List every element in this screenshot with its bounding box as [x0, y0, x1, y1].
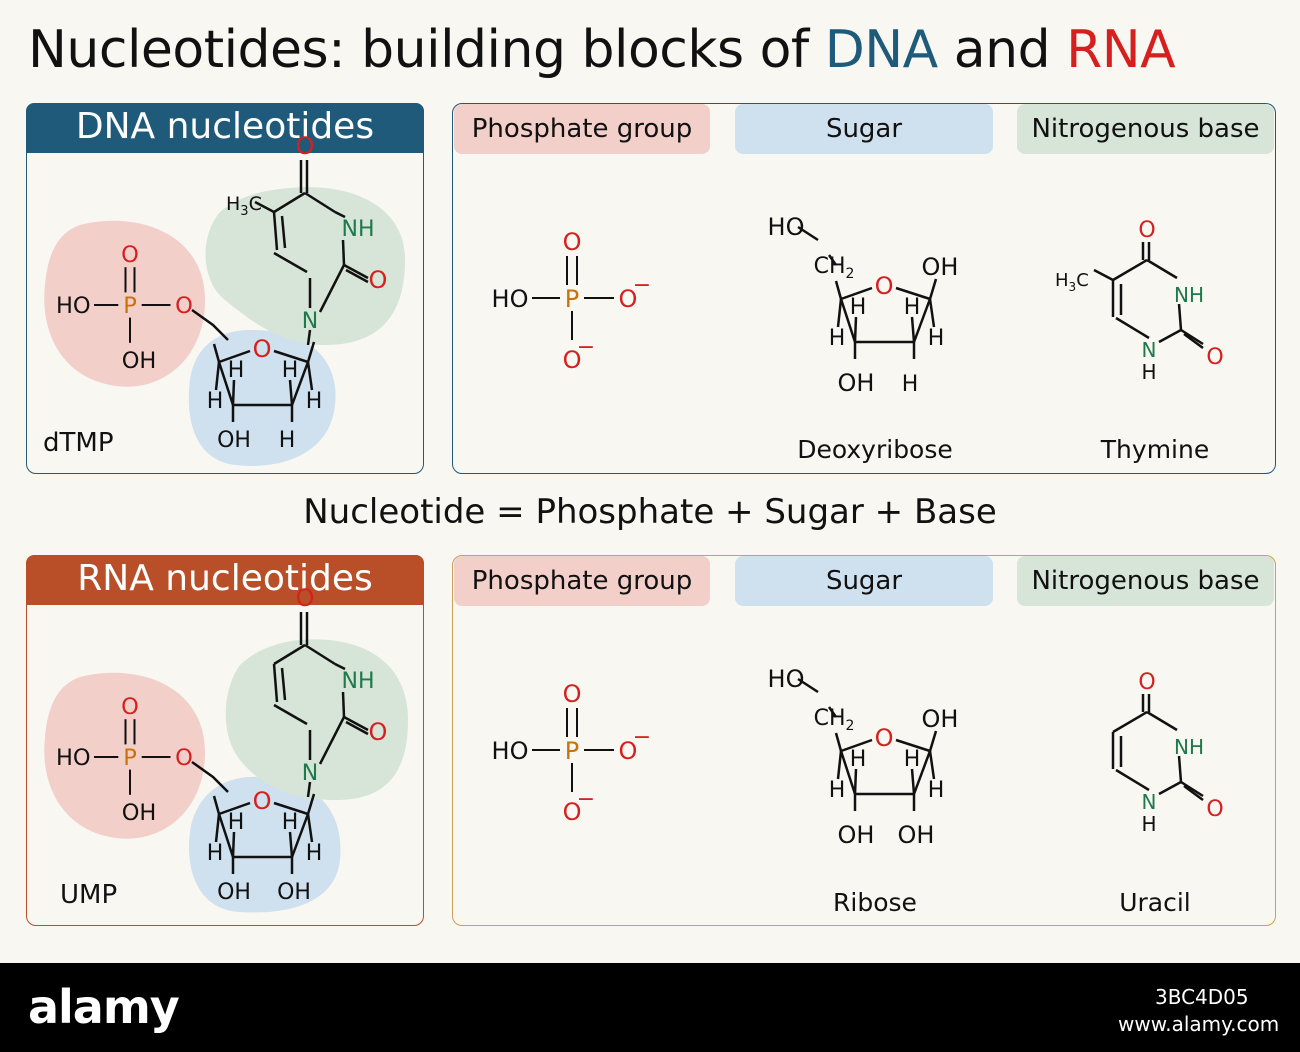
ump-bridge-o: O: [175, 745, 193, 771]
dtmp-phosphate-blob: [44, 220, 206, 387]
ump-3-oh: OH: [217, 880, 251, 905]
thymine-o-right: O: [1206, 345, 1223, 370]
dtmp-po: O: [121, 242, 139, 268]
ribose-label: Ribose: [833, 888, 917, 917]
ump-2-oh: OH: [277, 880, 311, 905]
title-dna: DNA: [824, 20, 939, 80]
deoxyribose-3-oh: OH: [838, 369, 875, 397]
dna-base-chip: Nitrogenous base: [1017, 104, 1274, 154]
ump-ho: HO: [56, 745, 91, 771]
ribose-structure: CH2 HO OH OH OH: [768, 665, 959, 849]
deoxyribose-2-h: H: [902, 372, 919, 397]
dtmp-bridge-o: O: [175, 293, 193, 319]
rna-sugar-chip: Sugar: [735, 556, 993, 606]
rna-components-panel: [452, 555, 1276, 926]
thymine-structure: N H NH O O H3C: [1055, 218, 1224, 384]
uracil-n: N: [1142, 790, 1157, 814]
deoxyribose-structure: CH2 HO OH OH H: [768, 213, 959, 397]
nucleotide-equation: Nucleotide = Phosphate + Sugar + Base: [303, 492, 997, 532]
title-rna: RNA: [1066, 20, 1176, 80]
ribose-1-oh: OH: [922, 705, 959, 733]
thymine-label: Thymine: [1100, 435, 1210, 464]
title-prefix: Nucleotides: building blocks of: [28, 20, 825, 80]
rna-base-chip: Nitrogenous base: [1017, 556, 1274, 606]
thymine-nh: NH: [1174, 283, 1204, 307]
deoxyribose-5-ho: HO: [768, 213, 805, 241]
thymine-methyl: H3C: [1055, 270, 1089, 294]
dna-panel-header: DNA nucleotides: [26, 103, 424, 153]
image-code: 3BC4D05: [1155, 985, 1249, 1009]
ump-label: UMP: [60, 880, 118, 910]
dtmp-structure: P O HO O OH OH H H3C: [44, 130, 405, 466]
deoxyribose-ch2: CH2: [814, 254, 855, 282]
dna-phosphate-structure: [490, 227, 653, 375]
uracil-nh: NH: [1174, 735, 1204, 759]
deoxyribose-1-oh: OH: [922, 253, 959, 281]
ribose-3-oh: OH: [838, 821, 875, 849]
page-title: Nucleotides: building blocks of DNA and …: [28, 20, 1176, 80]
dtmp-methyl: H3C: [226, 193, 262, 219]
dtmp-ho: HO: [56, 293, 91, 319]
site-url: www.alamy.com: [1118, 1012, 1280, 1036]
ump-p: P: [123, 745, 137, 771]
rna-panel-header: RNA nucleotides: [26, 555, 424, 605]
ump-oh: OH: [122, 800, 157, 826]
dna-phosphate-chip: Phosphate group: [454, 104, 710, 154]
brand-logo: alamy: [28, 980, 180, 1034]
uracil-o-top: O: [1138, 670, 1155, 695]
dtmp-oh: OH: [122, 348, 157, 374]
dtmp-label: dTMP: [43, 428, 114, 458]
dtmp-p: P: [123, 293, 137, 319]
ump-phosphate-blob: [44, 672, 206, 839]
dna-sugar-chip: Sugar: [735, 104, 993, 154]
ribose-2-oh: OH: [898, 821, 935, 849]
footer-bar: [0, 963, 1300, 1052]
ribose-5-ho: HO: [768, 665, 805, 693]
dtmp-2-h: H: [279, 428, 296, 453]
uracil-structure: N H NH O O: [1111, 670, 1224, 836]
uracil-o-right: O: [1206, 797, 1223, 822]
deoxyribose-label: Deoxyribose: [797, 435, 953, 464]
dtmp-sugar-blob: [188, 330, 336, 466]
thymine-n: N: [1142, 338, 1157, 362]
rna-phosphate-chip: Phosphate group: [454, 556, 710, 606]
dtmp-3-oh: OH: [217, 428, 251, 453]
title-middle: and: [937, 20, 1067, 80]
ump-phosphate-group: P O HO O OH: [56, 694, 193, 826]
molecule-overlay: P O HO O − O −: [44, 130, 1224, 913]
dtmp-phosphate-group: P O HO O OH: [56, 242, 193, 374]
dna-components-panel: [452, 103, 1276, 474]
thymine-n-h: H: [1141, 360, 1156, 384]
ump-po: O: [121, 694, 139, 720]
uracil-n-h: H: [1141, 812, 1156, 836]
rna-phosphate-structure: [490, 679, 653, 827]
thymine-o-top: O: [1138, 218, 1155, 243]
uracil-label: Uracil: [1119, 888, 1191, 917]
ribose-ch2: CH2: [814, 706, 855, 734]
ump-structure: P O HO O OH OH OH: [44, 582, 408, 913]
